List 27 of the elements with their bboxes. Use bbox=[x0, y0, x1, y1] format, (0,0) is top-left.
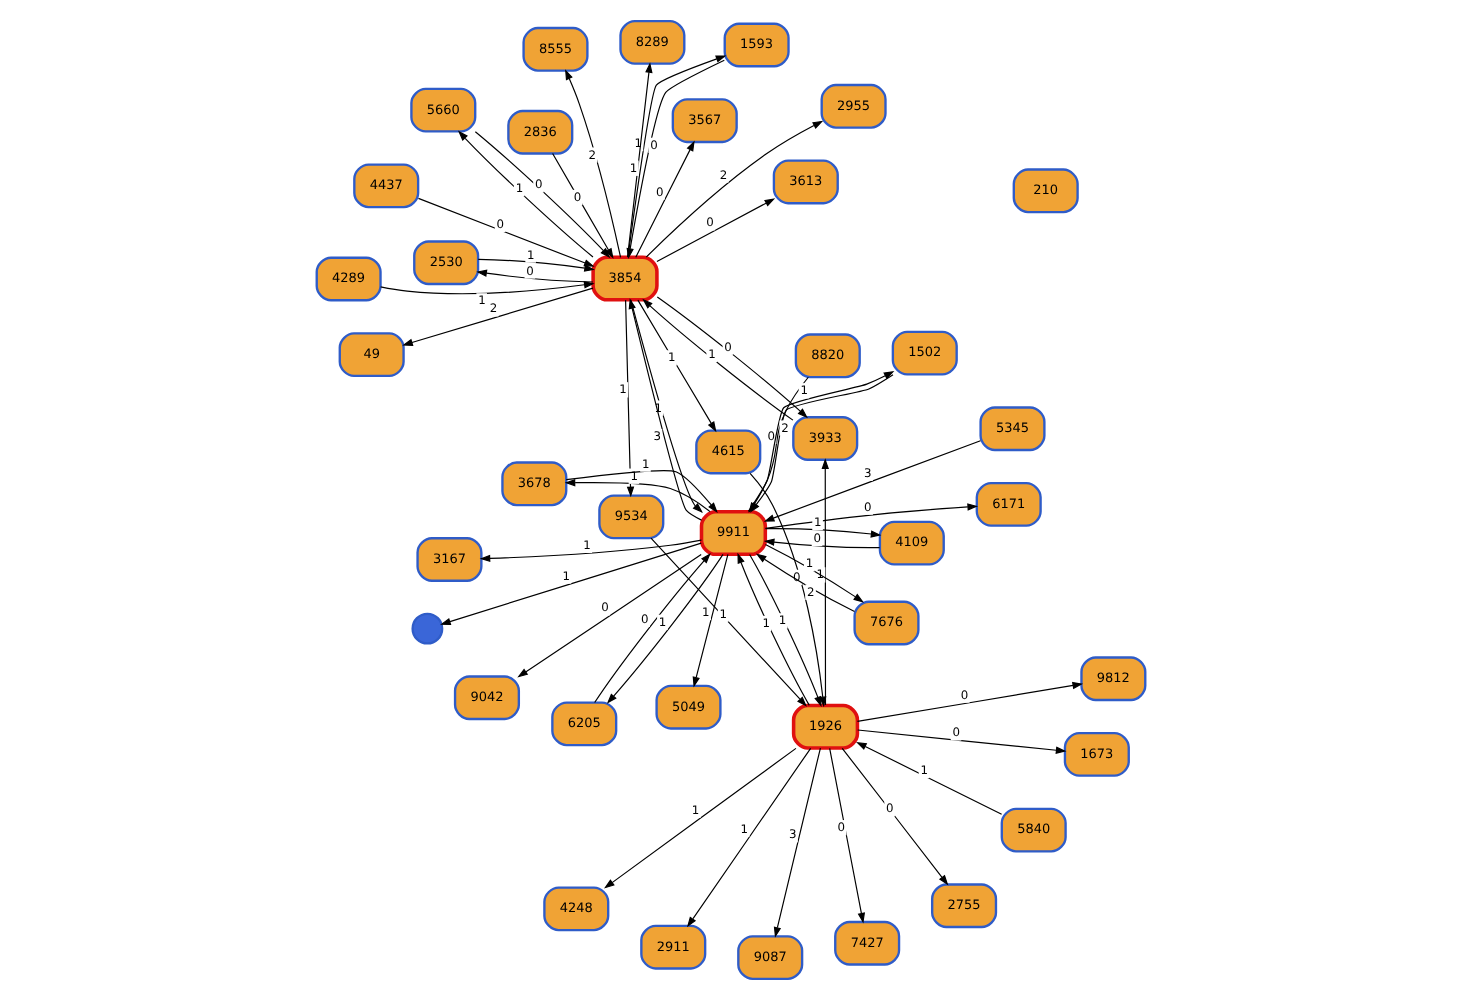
arrow bbox=[476, 258, 594, 272]
arrow bbox=[855, 681, 1083, 722]
arrow bbox=[624, 299, 634, 498]
arrow bbox=[655, 198, 775, 263]
node-person bbox=[410, 612, 443, 645]
arrow bbox=[856, 729, 1066, 754]
arrow bbox=[563, 478, 710, 513]
arrow bbox=[748, 553, 821, 707]
arrow bbox=[456, 130, 593, 258]
arrow bbox=[475, 269, 593, 283]
arrow bbox=[820, 458, 828, 706]
arrow bbox=[634, 140, 694, 258]
arrow bbox=[762, 440, 981, 522]
arrow bbox=[764, 528, 881, 538]
arrow bbox=[401, 287, 593, 346]
arrow bbox=[772, 747, 820, 938]
arrow bbox=[736, 552, 809, 706]
arrow bbox=[416, 197, 594, 267]
arrow bbox=[840, 747, 948, 886]
arrow bbox=[605, 553, 723, 704]
arrow bbox=[516, 554, 701, 678]
arrow bbox=[649, 537, 806, 707]
arrow bbox=[754, 553, 855, 613]
arrow bbox=[379, 281, 594, 295]
arrow bbox=[762, 538, 880, 549]
arrow bbox=[641, 298, 793, 421]
arrow bbox=[828, 747, 864, 924]
